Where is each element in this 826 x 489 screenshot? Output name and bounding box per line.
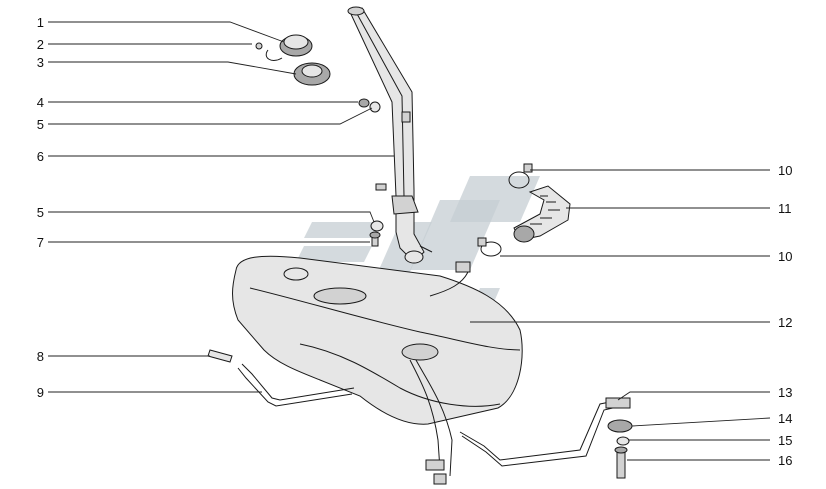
clip [255,42,263,50]
callout-6: 6 [37,149,44,164]
filler-neck [347,6,433,264]
strap-left [237,363,355,407]
callout-14: 14 [778,411,792,426]
callout-16: 16 [778,453,792,468]
callout-2: 2 [37,37,44,52]
callout-10-upper: 10 [778,163,792,178]
bolt [614,446,628,479]
hose-clamp-upper [508,163,533,189]
callout-12: 12 [778,315,792,330]
callout-5-lower: 5 [37,205,44,220]
seal-ring [293,62,331,86]
callout-7: 7 [37,235,44,250]
callout-13: 13 [778,385,792,400]
strap-right [459,397,631,467]
callout-15: 15 [778,433,792,448]
washer [370,220,384,232]
washer-small [616,436,630,446]
pin [207,349,233,363]
callout-4: 4 [37,95,44,110]
washer-nut [358,98,381,113]
vent-hose [513,185,571,243]
callout-9: 9 [37,385,44,400]
fuel-cap [265,34,313,61]
rubber-washer [607,419,633,433]
fuel-tank [232,255,523,485]
callout-8: 8 [37,349,44,364]
callout-10-lower: 10 [778,249,792,264]
callout-5-upper: 5 [37,117,44,132]
callout-1: 1 [37,15,44,30]
hose-clamp-lower [477,237,502,257]
leader-lines [48,21,771,461]
callout-11: 11 [778,201,792,216]
callout-3: 3 [37,55,44,70]
screw [369,231,381,247]
